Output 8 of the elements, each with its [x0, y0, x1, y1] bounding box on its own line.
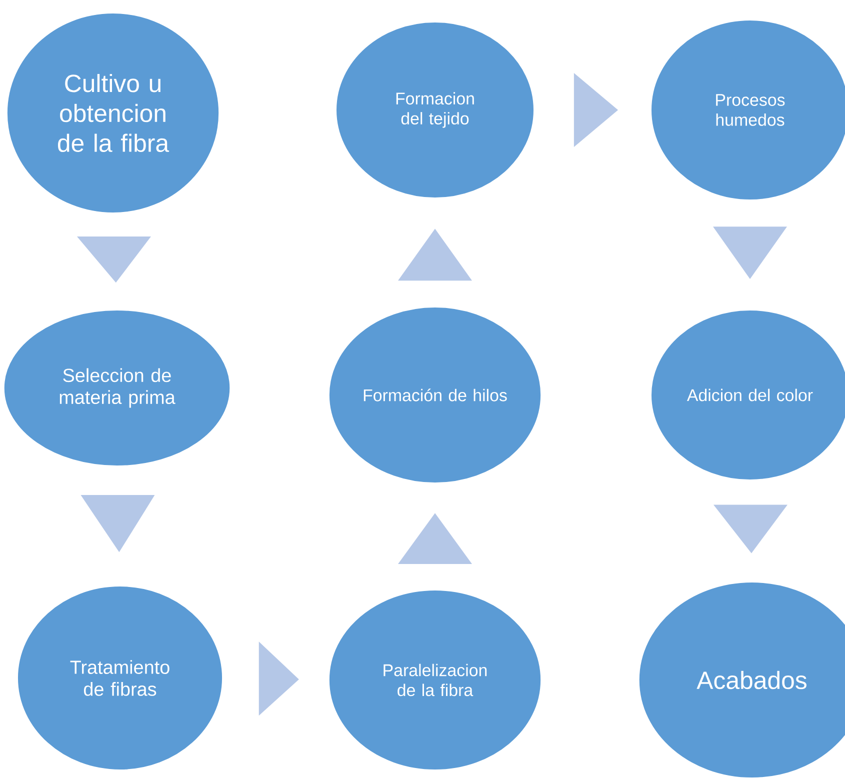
- chevron-arrow: [398, 228, 472, 281]
- chevron-arrow: [398, 513, 472, 564]
- chevron-arrow: [574, 73, 618, 147]
- chevron-arrow: [80, 495, 155, 552]
- chevron-arrow: [76, 236, 151, 283]
- chevron-arrow: [713, 226, 787, 279]
- chevron-arrow: [713, 504, 788, 554]
- chevron-arrow: [258, 642, 299, 716]
